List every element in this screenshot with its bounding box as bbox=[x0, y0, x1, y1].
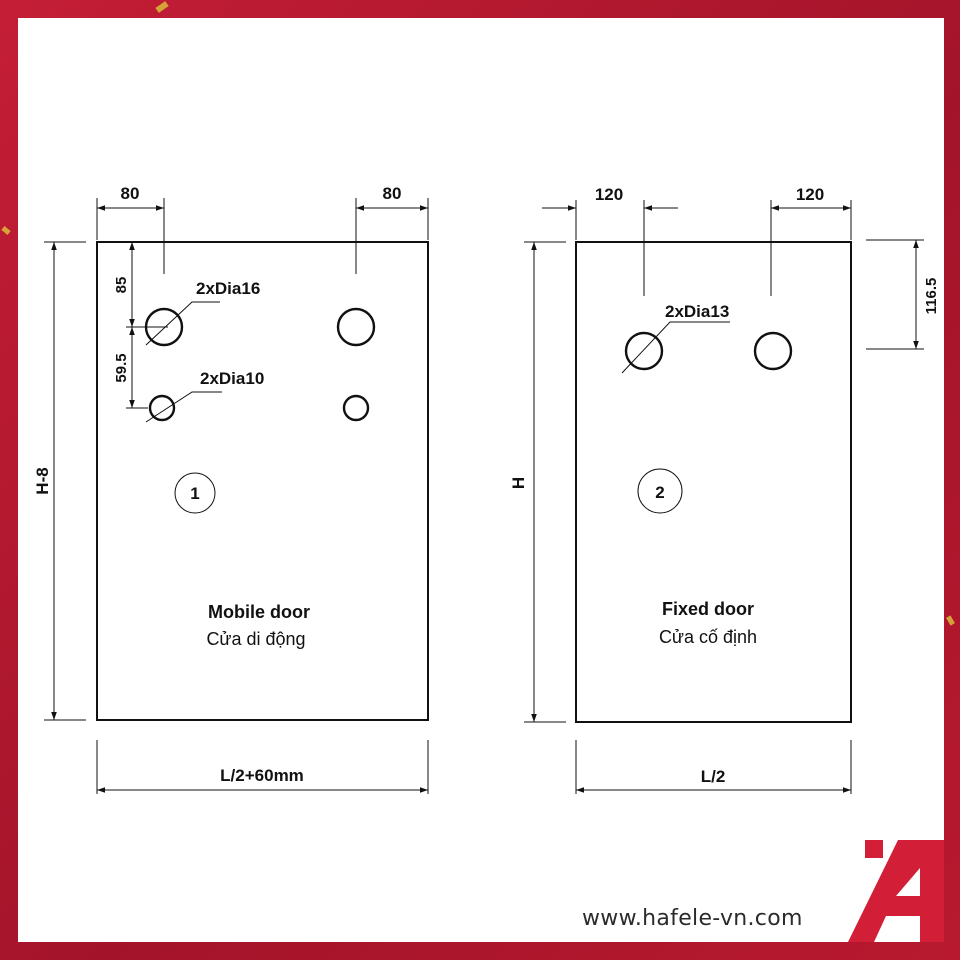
dim-label-right-offset: 120 bbox=[796, 185, 824, 204]
leader-line-dia13 bbox=[621, 321, 730, 374]
mobile-door-labels: 80 80 H-8 85 59.5 2xDia16 2xDia10 1 Mobi… bbox=[33, 184, 401, 785]
dim-label-right-offset: 80 bbox=[383, 184, 402, 203]
website-url: www.hafele-vn.com bbox=[582, 906, 803, 931]
dim-label-height: H-8 bbox=[33, 467, 52, 494]
fixed-door-outline bbox=[575, 241, 852, 723]
dim-label-top-hole: 116.5 bbox=[923, 278, 940, 315]
door-title-vi: Cửa di động bbox=[206, 629, 305, 649]
mobile-door-outline bbox=[96, 241, 429, 721]
label-large-holes: 2xDia16 bbox=[196, 279, 260, 298]
drawing-sheet: 80 80 H-8 85 59.5 2xDia16 2xDia10 1 Mobi… bbox=[18, 18, 944, 942]
door-title-en: Fixed door bbox=[662, 599, 754, 619]
dim-label-height: H bbox=[509, 477, 528, 489]
hole-dia13-right bbox=[753, 331, 793, 371]
fixed-door-panel-group bbox=[524, 200, 924, 794]
hole-dia16-left bbox=[144, 307, 184, 347]
part-number-circle bbox=[637, 468, 683, 514]
hole-dia10-left bbox=[148, 394, 176, 422]
hafele-logo-icon bbox=[848, 840, 944, 942]
dim-label-width: L/2 bbox=[701, 767, 726, 786]
dim-label-width: L/2+60mm bbox=[220, 766, 304, 785]
fixed-door-labels: 120 120 H 116.5 2xDia13 2 Fixed door Cửa… bbox=[509, 185, 940, 786]
leader-line-dia10 bbox=[145, 391, 222, 423]
dim-label-hole-spacing: 59.5 bbox=[113, 353, 130, 382]
dim-label-left-offset: 80 bbox=[121, 184, 140, 203]
part-number-circle bbox=[174, 472, 216, 514]
mobile-door-panel-group bbox=[44, 198, 429, 794]
dim-label-top-hole: 85 bbox=[113, 277, 130, 294]
label-small-holes: 2xDia10 bbox=[200, 369, 264, 388]
hole-dia16-right bbox=[336, 307, 376, 347]
part-number-label: 2 bbox=[655, 483, 664, 502]
part-number-label: 1 bbox=[190, 484, 199, 503]
hole-dia10-right bbox=[342, 394, 370, 422]
hole-dia13-left bbox=[624, 331, 664, 371]
leader-line-dia16 bbox=[145, 301, 220, 346]
door-title-en: Mobile door bbox=[208, 602, 310, 622]
technical-drawing: 80 80 H-8 85 59.5 2xDia16 2xDia10 1 Mobi… bbox=[33, 184, 944, 942]
label-holes: 2xDia13 bbox=[665, 302, 729, 321]
door-title-vi: Cửa cố định bbox=[659, 627, 757, 647]
dim-label-left-offset: 120 bbox=[595, 185, 623, 204]
